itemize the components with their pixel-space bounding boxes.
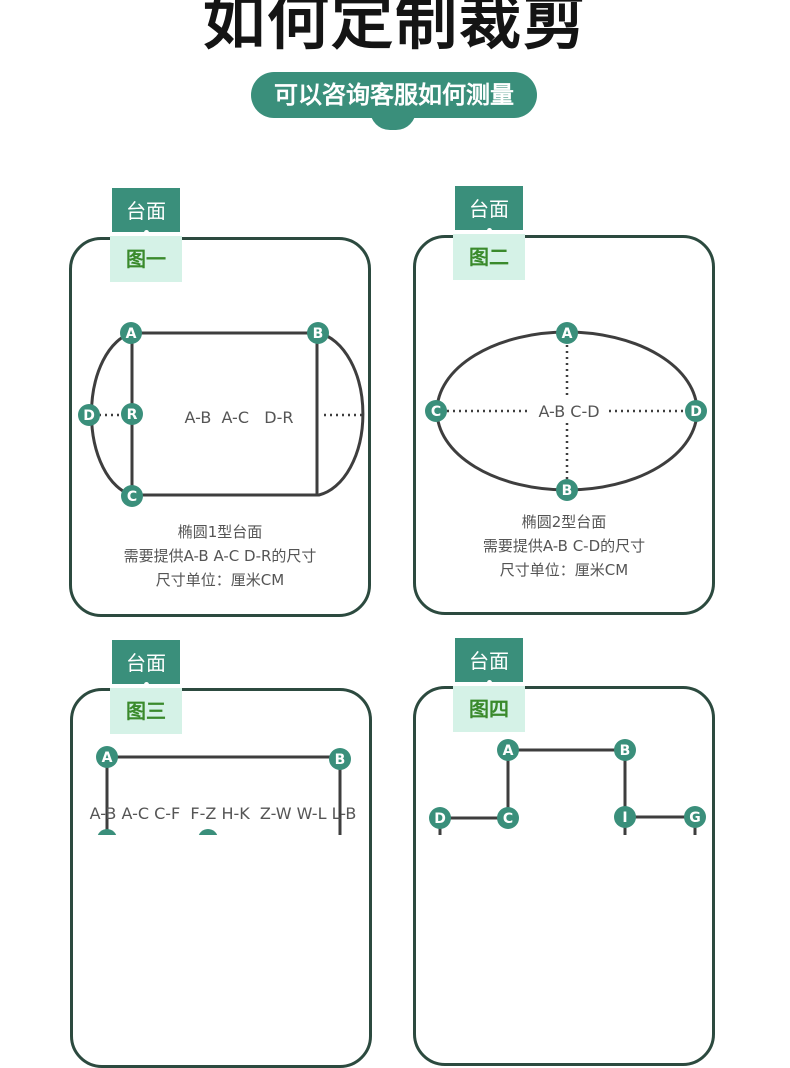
caption-line: 尺寸单位：厘米CM: [155, 571, 285, 589]
figure-1-outline: [90, 331, 365, 497]
svg-text:C: C: [503, 811, 513, 827]
node-a: A: [497, 739, 519, 761]
figure-3-partial-node: [97, 829, 117, 835]
node-r: R: [121, 403, 143, 425]
node-b: B: [556, 479, 578, 501]
card-3-tag-top-label: 台面: [126, 651, 166, 675]
svg-text:D: D: [434, 811, 446, 827]
card-4-tag-top: 台面: [455, 638, 523, 685]
figure-1-diagram: A-B A-C D-R A B R D C: [78, 322, 365, 507]
card-2-tag-bottom: 图二: [453, 234, 525, 280]
node-a: A: [556, 322, 578, 344]
node-i: I: [614, 806, 636, 828]
card-1-tag-bottom: 图一: [110, 236, 182, 282]
node-c: C: [121, 485, 143, 507]
card-2-tag-top-label: 台面: [469, 197, 509, 221]
node-g: G: [684, 806, 706, 828]
node-d: D: [78, 404, 100, 426]
svg-text:D: D: [690, 404, 702, 420]
svg-text:C: C: [431, 404, 441, 420]
caption-line: 需要提供A-B A-C D-R的尺寸: [123, 547, 317, 565]
figure-3-diagram: A-B A-C C-F F-Z H-K Z-W W-L L-B A B: [90, 746, 357, 835]
figure-3-partial-node: [198, 829, 218, 835]
tag-dot-icon: [144, 230, 149, 235]
card-4-tag-top-label: 台面: [469, 649, 509, 673]
svg-text:D: D: [83, 408, 95, 424]
card-2-tag-top: 台面: [455, 186, 523, 233]
svg-text:A: A: [503, 743, 514, 759]
card-figure-2: [413, 235, 715, 615]
node-d: D: [429, 807, 451, 829]
svg-text:A: A: [562, 326, 573, 342]
figure-4-diagram: A B D C I G: [429, 739, 706, 835]
figure-1-dims: A-B A-C D-R: [185, 408, 294, 427]
node-c: C: [425, 400, 447, 422]
tag-dot-icon: [487, 228, 492, 233]
card-1-tag-top: 台面: [112, 188, 180, 235]
tag-dot-icon: [144, 682, 149, 687]
node-d: D: [685, 400, 707, 422]
svg-text:A: A: [126, 326, 137, 342]
caption-line: 需要提供A-B C-D的尺寸: [482, 537, 646, 555]
card-figure-1: [69, 237, 371, 617]
svg-text:I: I: [622, 810, 627, 826]
caption-line: 椭圆2型台面: [521, 513, 607, 531]
figure-3-dims: A-B A-C C-F F-Z H-K Z-W W-L L-B: [90, 804, 357, 823]
caption-line: 椭圆1型台面: [177, 523, 263, 541]
node-b: B: [329, 748, 351, 770]
card-1-tag-top-label: 台面: [126, 199, 166, 223]
caption-line: 尺寸单位：厘米CM: [499, 561, 629, 579]
svg-text:B: B: [313, 326, 324, 342]
svg-text:A: A: [102, 750, 113, 766]
page-title: 如何定制裁剪: [202, 0, 587, 58]
card-3-tag-bottom: 图三: [110, 688, 182, 734]
node-b: B: [307, 322, 329, 344]
card-4-tag-bottom: 图四: [453, 686, 525, 732]
node-a: A: [96, 746, 118, 768]
tag-dot-icon: [487, 680, 492, 685]
svg-text:B: B: [562, 483, 573, 499]
svg-text:B: B: [335, 752, 346, 768]
node-b: B: [614, 739, 636, 761]
node-a: A: [120, 322, 142, 344]
subtitle-pill[interactable]: 可以咨询客服如何测量: [251, 72, 537, 118]
figure-2-diagram: A-B C-D A C D B: [425, 322, 707, 501]
node-c: C: [497, 807, 519, 829]
figure-1-caption: 椭圆1型台面 需要提供A-B A-C D-R的尺寸 尺寸单位：厘米CM: [69, 520, 371, 592]
svg-text:C: C: [127, 489, 137, 505]
figure-2-caption: 椭圆2型台面 需要提供A-B C-D的尺寸 尺寸单位：厘米CM: [413, 510, 715, 582]
svg-text:R: R: [127, 407, 138, 423]
svg-text:G: G: [689, 810, 701, 826]
figure-2-dims: A-B C-D: [538, 402, 599, 421]
card-3-tag-top: 台面: [112, 640, 180, 687]
svg-text:B: B: [620, 743, 631, 759]
